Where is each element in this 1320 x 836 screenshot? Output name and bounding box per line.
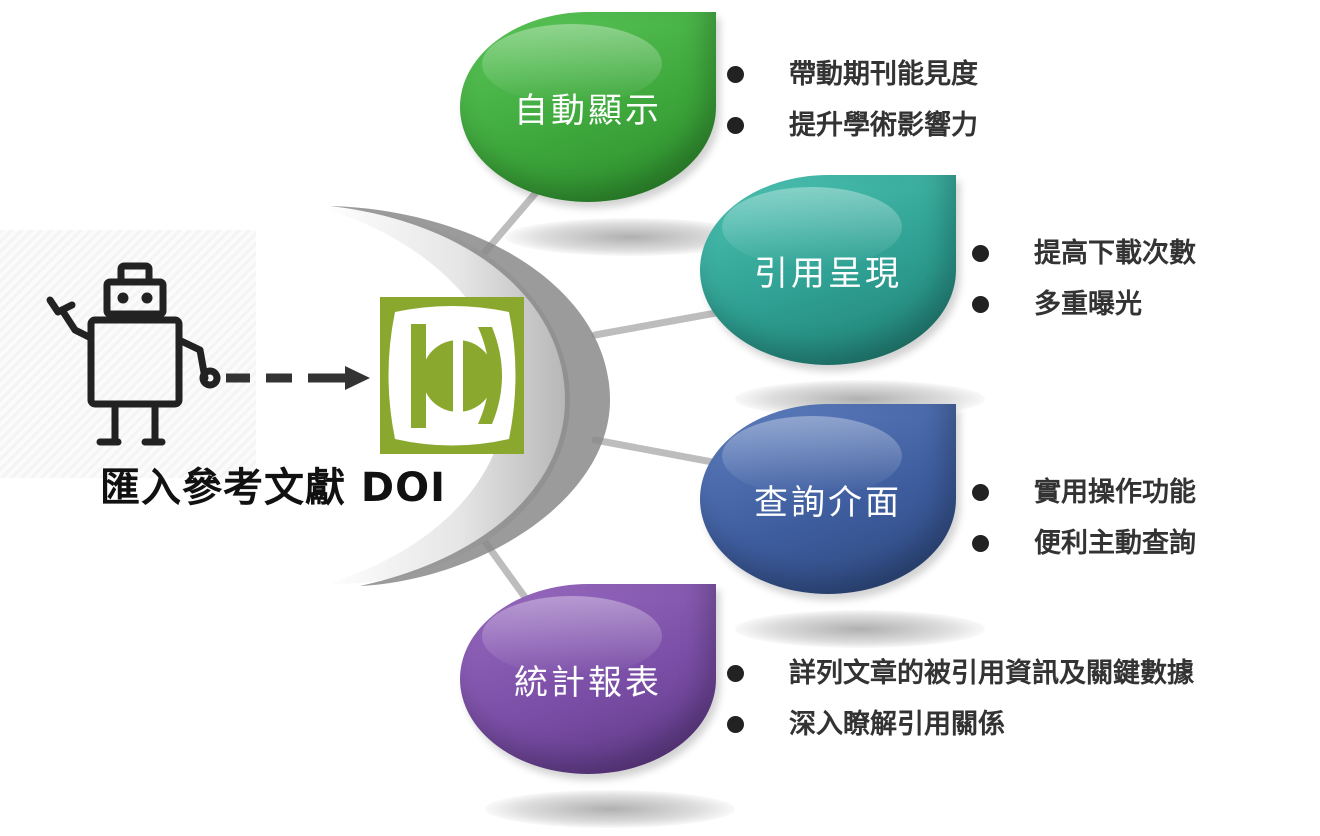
bullet-text: 詳列文章的被引用資訊及關鍵數據: [789, 658, 1194, 689]
drop-query-interface: 查詢介面: [700, 404, 956, 594]
doi-logo: [380, 297, 524, 454]
bullet-list-auto-display: 帶動期刊能見度 提升學術影響力: [727, 49, 978, 151]
bullet-list-query-interface: 實用操作功能 便利主動查詢: [972, 467, 1196, 569]
bullet-item: 深入瞭解引用關係: [727, 699, 1194, 750]
bullet-item: 便利主動查詢: [972, 518, 1196, 569]
drop-label: 引用呈現: [754, 253, 902, 294]
bullet-item: 詳列文章的被引用資訊及關鍵數據: [727, 648, 1194, 699]
bullet-item: 帶動期刊能見度: [727, 49, 978, 100]
drop-shadow: [735, 610, 985, 648]
bullet-item: 多重曝光: [972, 279, 1196, 330]
drop-label: 查詢介面: [754, 482, 902, 523]
bullet-icon: [972, 535, 989, 552]
bullet-text: 深入瞭解引用關係: [789, 709, 1005, 740]
bullet-item: 提升學術影響力: [727, 100, 978, 151]
bullet-text: 帶動期刊能見度: [789, 59, 978, 90]
bullet-text: 提高下載次數: [1034, 238, 1196, 269]
bullet-icon: [972, 296, 989, 313]
bullet-text: 提升學術影響力: [789, 110, 978, 141]
bullet-text: 多重曝光: [1034, 289, 1142, 320]
bullet-item: 提高下載次數: [972, 228, 1196, 279]
import-doi-caption: 匯入參考文獻 DOI: [100, 465, 447, 511]
drop-statistics-report: 統計報表: [460, 584, 716, 774]
bullet-icon: [727, 665, 744, 682]
crescent-edge: [330, 206, 610, 586]
arrow-head: [345, 366, 370, 390]
bullet-item: 實用操作功能: [972, 467, 1196, 518]
drop-citation-display: 引用呈現: [700, 175, 956, 365]
bullet-list-citation-display: 提高下載次數 多重曝光: [972, 228, 1196, 330]
bullet-icon: [972, 245, 989, 262]
bullet-text: 實用操作功能: [1034, 477, 1196, 508]
drop-label: 自動顯示: [514, 90, 662, 131]
robot-panel: [0, 230, 256, 478]
bullet-list-statistics-report: 詳列文章的被引用資訊及關鍵數據 深入瞭解引用關係: [727, 648, 1194, 750]
bullet-icon: [727, 716, 744, 733]
bullet-icon: [727, 66, 744, 83]
drop-shadow: [485, 790, 735, 828]
drop-auto-display: 自動顯示: [460, 12, 716, 202]
bullet-text: 便利主動查詢: [1034, 528, 1196, 559]
drop-label: 統計報表: [514, 662, 662, 703]
robot-icon: [46, 262, 221, 446]
bullet-icon: [727, 117, 744, 134]
bullet-icon: [972, 484, 989, 501]
